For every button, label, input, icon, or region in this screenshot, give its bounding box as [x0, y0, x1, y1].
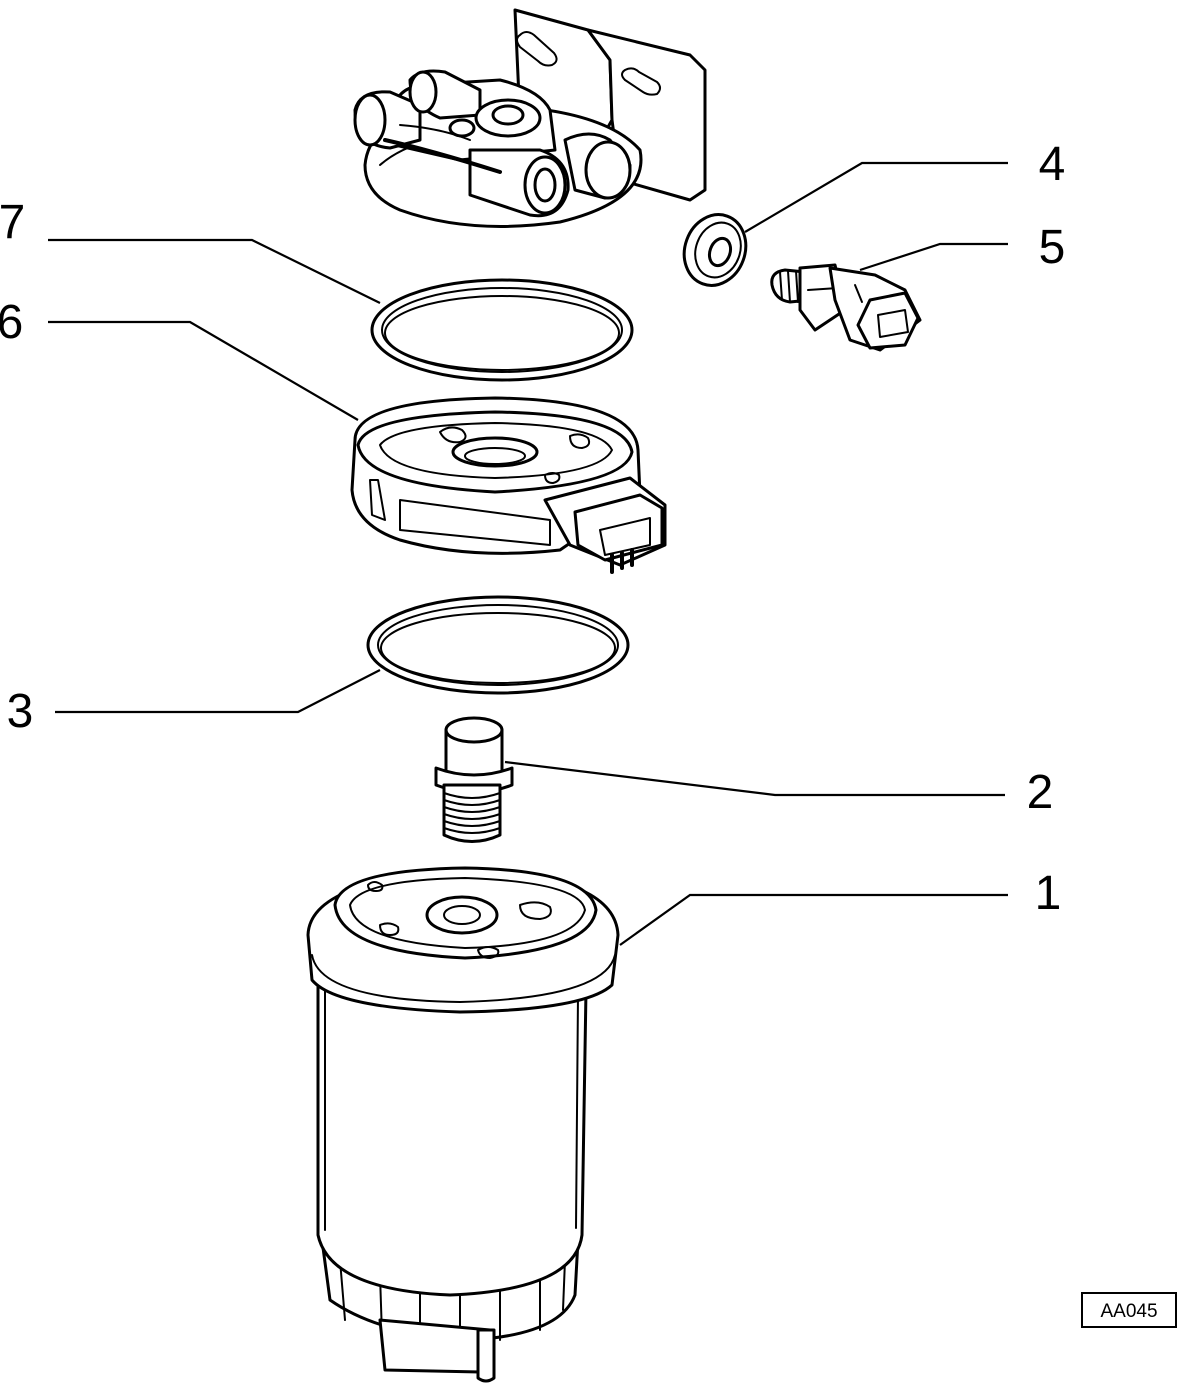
callout-6: 6 [0, 296, 23, 349]
leader-6 [48, 320, 359, 421]
reference-code-box: AA045 [1081, 1292, 1177, 1328]
leader-2 [504, 760, 1005, 797]
part-5-water-sensor [770, 263, 922, 352]
reference-code: AA045 [1100, 1301, 1157, 1322]
callout-4: 4 [1039, 138, 1066, 191]
part-7-upper-o-ring [370, 278, 634, 382]
part-4-seal-washer [682, 213, 748, 287]
callout-1: 1 [1035, 867, 1062, 920]
leader-4 [744, 161, 1008, 233]
part-2-threaded-nipple [434, 716, 514, 843]
callout-3: 3 [7, 685, 34, 738]
callout-labels: 1 2 3 4 5 6 7 [0, 138, 1065, 920]
callout-2: 2 [1027, 766, 1054, 819]
callout-5: 5 [1039, 221, 1066, 274]
part-6-sensor-housing [350, 396, 667, 574]
leader-1 [619, 893, 1008, 946]
part-3-lower-o-ring [366, 595, 630, 695]
filter-head-bracket [353, 8, 707, 228]
leader-7 [48, 238, 381, 304]
part-1-filter-cartridge [306, 866, 620, 1383]
leader-5 [859, 242, 1008, 272]
callout-7: 7 [0, 196, 25, 249]
leader-3 [55, 669, 381, 714]
leader-lines [48, 161, 1008, 946]
